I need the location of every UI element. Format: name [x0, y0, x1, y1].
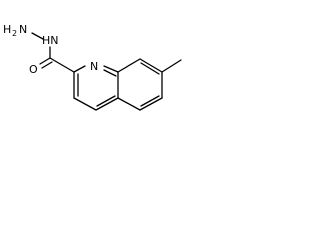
bond-c2-n1 [73, 65, 86, 73]
bond-c7-methyl [161, 59, 182, 73]
atom-label-n-terminal: N [19, 23, 27, 36]
atom-label-h: H [3, 23, 11, 36]
bond-n1-c8a-double [103, 69, 117, 77]
bond-carbonyl-c-o [39, 57, 51, 65]
chemical-structure: H 2 N HN O N [3, 23, 182, 111]
bond-c8a-c8 [117, 58, 141, 73]
bond-c4-c4a-double [96, 95, 116, 107]
bond-c8-c7-double [140, 62, 160, 75]
atom-label-ring-n: N [90, 60, 98, 73]
atom-label-o: O [29, 63, 38, 76]
atom-label-h-count: 2 [12, 29, 17, 38]
atom-label-nh: HN [42, 34, 59, 47]
bond-c3-c4 [73, 97, 97, 111]
bond-c8-c7 [139, 58, 163, 73]
bond-c5-c4a [117, 97, 141, 111]
bond-n-n [31, 32, 44, 40]
bond-c6-c5-double [140, 95, 160, 107]
bond-carbonyl-c-ring-c2 [49, 57, 75, 73]
bond-c6-c5 [139, 97, 163, 111]
bond-carbonyl-c-o-double [41, 61, 53, 69]
bond-n1-c8a [103, 65, 119, 73]
bond-c4-c4a [95, 97, 119, 111]
